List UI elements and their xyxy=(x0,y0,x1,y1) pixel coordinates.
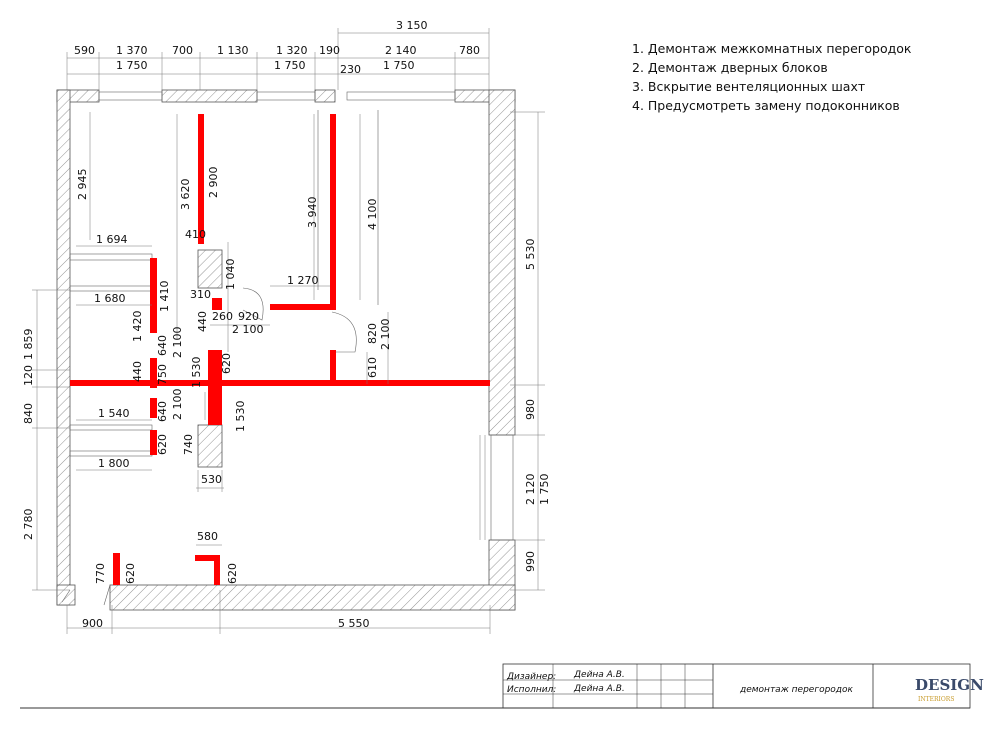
dim-label: 530 xyxy=(201,473,222,486)
dim-label: 1 540 xyxy=(98,407,130,420)
dim-label: 620 xyxy=(226,563,239,584)
demolition-wall xyxy=(150,398,157,418)
dim-label: 620 xyxy=(220,353,233,374)
dim-label: 1 040 xyxy=(224,259,237,291)
note-item: 2. Демонтаж дверных блоков xyxy=(632,60,828,75)
dim-label: 1 410 xyxy=(158,281,171,313)
note-item: 3. Вскрытие вентеляционных шахт xyxy=(632,79,865,94)
demolition-wall xyxy=(214,555,220,585)
dim-label: 1 270 xyxy=(287,274,319,287)
note-item: 1. Демонтаж межкомнатных перегородок xyxy=(632,41,912,56)
executor-name: Дейна А.В. xyxy=(573,684,625,694)
dimension-labels: 590 1 370 700 1 130 1 320 190 2 140 780 … xyxy=(22,19,551,630)
demolition-wall xyxy=(208,350,222,425)
dim-label: 190 xyxy=(319,44,340,57)
sheet-title: демонтаж перегородок xyxy=(739,685,854,695)
dim-label: 1 420 xyxy=(131,311,144,343)
dim-label: 5 550 xyxy=(338,617,370,630)
demolition-wall xyxy=(330,114,336,310)
demolition-wall xyxy=(330,350,336,384)
dim-label: 5 530 xyxy=(524,239,537,271)
dim-label: 310 xyxy=(190,288,211,301)
demolition-wall xyxy=(113,553,120,585)
dim-label: 2 780 xyxy=(22,509,35,541)
dim-label: 640 xyxy=(156,401,169,422)
demolition-wall xyxy=(150,430,157,455)
dim-label: 2 100 xyxy=(171,327,184,359)
dim-label: 410 xyxy=(185,228,206,241)
dim-label: 1 800 xyxy=(98,457,130,470)
design-interiors-logo: DESIGN INTERIORS xyxy=(915,676,984,703)
demolition-wall xyxy=(212,298,222,310)
dim-label: 740 xyxy=(182,434,195,455)
dim-label: 640 xyxy=(156,335,169,356)
logo-text: DESIGN xyxy=(915,676,984,694)
dim-label: 2 100 xyxy=(379,319,392,351)
dim-label: 1 530 xyxy=(190,357,203,389)
note-item: 4. Предусмотреть замену подоконников xyxy=(632,98,900,113)
executor-label: Исполнил: xyxy=(507,685,556,695)
dim-label: 1 750 xyxy=(116,59,148,72)
dim-label: 2 945 xyxy=(76,169,89,201)
demolition-wall xyxy=(150,358,157,388)
dim-label: 1 530 xyxy=(234,401,247,433)
dim-label: 990 xyxy=(524,551,537,572)
dim-label: 120 xyxy=(22,365,35,386)
dim-label: 4 100 xyxy=(366,199,379,231)
title-block: Дизайнер: Дейна А.В. Исполнил: Дейна А.В… xyxy=(20,663,984,709)
dim-label: 820 xyxy=(366,323,379,344)
dim-label: 590 xyxy=(74,44,95,57)
dim-label: 700 xyxy=(172,44,193,57)
dim-label: 2 100 xyxy=(232,323,264,336)
dim-label: 1 130 xyxy=(217,44,249,57)
dim-label: 2 900 xyxy=(207,167,220,199)
dim-label: 1 750 xyxy=(383,59,415,72)
dim-label: 440 xyxy=(131,361,144,382)
interior-partitions xyxy=(61,110,379,606)
designer-label: Дизайнер: xyxy=(506,672,556,682)
dim-label: 900 xyxy=(82,617,103,630)
dim-label: 1 370 xyxy=(116,44,148,57)
dim-label: 440 xyxy=(196,311,209,332)
dim-label: 750 xyxy=(156,364,169,385)
dim-label: 2 100 xyxy=(171,389,184,421)
dim-label: 580 xyxy=(197,530,218,543)
dim-label: 780 xyxy=(459,44,480,57)
dim-label: 620 xyxy=(156,434,169,455)
dim-label: 3 620 xyxy=(179,179,192,211)
notes-list: 1. Демонтаж межкомнатных перегородок 2. … xyxy=(632,41,912,113)
demolition-wall xyxy=(270,304,336,310)
dim-label: 1 680 xyxy=(94,292,126,305)
demolition-wall xyxy=(150,258,157,333)
dim-label: 1 320 xyxy=(276,44,308,57)
dim-label: 2 120 xyxy=(524,474,537,506)
dim-label: 770 xyxy=(94,563,107,584)
dim-label: 980 xyxy=(524,399,537,420)
dim-label: 1 750 xyxy=(274,59,306,72)
dim-label: 1 859 xyxy=(22,329,35,361)
dim-label: 260 xyxy=(212,310,233,323)
dim-label: 920 xyxy=(238,310,259,323)
dim-label: 840 xyxy=(22,403,35,424)
designer-name: Дейна А.В. xyxy=(573,670,625,680)
demolition-wall xyxy=(195,555,220,561)
dim-label: 1 750 xyxy=(538,474,551,506)
logo-subtext: INTERIORS xyxy=(918,696,954,703)
dim-label: 2 140 xyxy=(385,44,417,57)
dim-label: 620 xyxy=(124,563,137,584)
dim-label: 1 694 xyxy=(96,233,128,246)
dim-label: 610 xyxy=(366,357,379,378)
dim-label: 3 940 xyxy=(306,197,319,229)
dim-label: 3 150 xyxy=(396,19,428,32)
dim-label: 230 xyxy=(340,63,361,76)
demolition-walls xyxy=(70,114,490,585)
windows xyxy=(98,91,514,541)
demolition-wall xyxy=(70,380,490,386)
demolition-wall xyxy=(198,114,204,244)
dimension-lines xyxy=(32,28,545,634)
outer-walls xyxy=(56,89,516,611)
